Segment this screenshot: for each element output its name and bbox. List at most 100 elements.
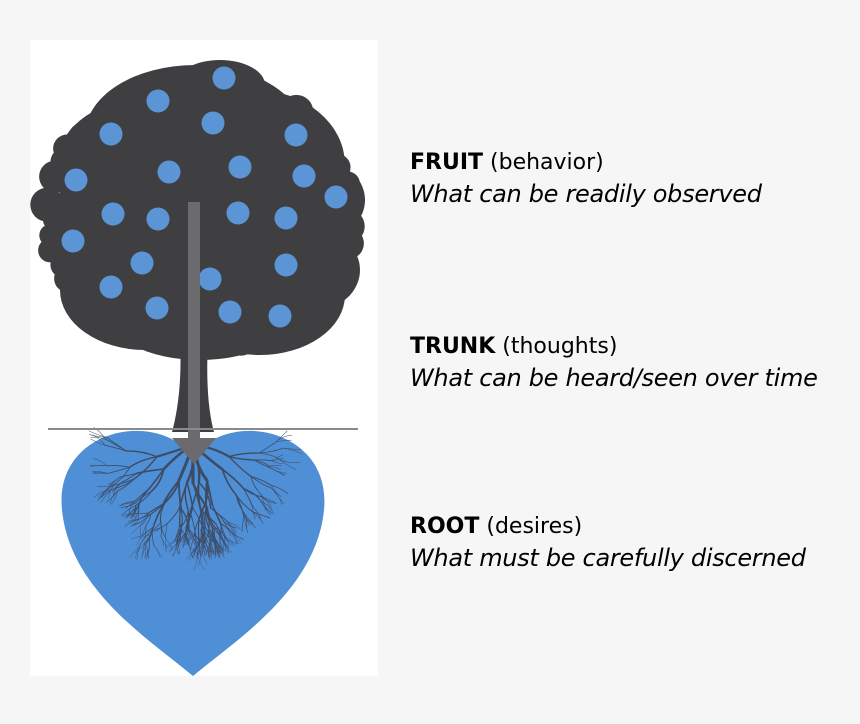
fruit-dot	[146, 207, 170, 231]
root-strand	[131, 525, 141, 534]
root-strand	[147, 545, 150, 559]
root-strand	[145, 513, 152, 527]
root-strand	[176, 526, 182, 542]
root-strand	[125, 450, 158, 458]
canopy-leaf-bump	[182, 80, 210, 108]
root-strand	[227, 521, 237, 534]
root-strand	[93, 489, 112, 498]
fruit-dot	[274, 206, 298, 230]
root-strand	[145, 543, 148, 560]
tree-heart-illustration	[30, 60, 365, 676]
root-strand	[232, 533, 238, 545]
fruit-dot	[198, 267, 222, 291]
root-strand	[169, 544, 177, 553]
root-strand	[194, 535, 197, 553]
root-strand	[220, 523, 226, 538]
root-strand	[165, 538, 167, 553]
root-strand	[140, 513, 152, 523]
root-strand	[135, 543, 145, 553]
root-strand	[203, 545, 206, 557]
fruit-dot	[64, 168, 88, 192]
root-strand	[129, 545, 141, 558]
fruit-dot	[228, 155, 252, 179]
root-strand	[220, 523, 234, 534]
root-strand	[190, 546, 199, 555]
root-strand	[270, 485, 288, 493]
root-strand	[139, 529, 153, 546]
root-strand	[174, 527, 180, 542]
root-strand	[271, 460, 284, 464]
canopy-leaf-bump	[119, 310, 139, 331]
fruit-dot	[201, 111, 225, 135]
arrow-shaft	[188, 202, 200, 440]
root-strand	[261, 496, 276, 503]
root-strand	[144, 543, 147, 558]
fruit-description: What can be readily observed	[410, 180, 762, 208]
root-heading: ROOT (desires)	[410, 512, 850, 542]
root-strand	[227, 521, 236, 536]
canopy-leaf-bump	[310, 277, 337, 304]
trunk-qualifier: (thoughts)	[502, 334, 618, 359]
root-strand	[139, 534, 151, 539]
root-strand	[250, 476, 272, 486]
root-strand	[135, 490, 153, 506]
root-strand	[197, 554, 206, 571]
root-strand	[269, 465, 282, 467]
root-strand	[171, 543, 178, 557]
root-strand	[261, 495, 272, 508]
root-strand	[199, 552, 208, 565]
root-strand	[198, 552, 201, 566]
canopy-leaf-bump	[243, 82, 266, 105]
fruit-dot	[99, 275, 123, 299]
root-strand	[188, 529, 196, 545]
root-strand	[133, 456, 158, 480]
root-strand	[118, 502, 136, 507]
root-strand	[127, 519, 139, 522]
root-strand	[185, 533, 195, 546]
root-strand	[225, 536, 234, 544]
root-strand	[213, 527, 218, 543]
fruit-dot	[99, 122, 123, 146]
root-strand	[208, 544, 212, 556]
root-strand	[178, 481, 188, 509]
root-term: ROOT	[410, 514, 480, 539]
root-strand	[204, 529, 215, 543]
root-strand	[164, 523, 168, 538]
arrow-head	[172, 438, 216, 464]
canopy-leaf-bump	[224, 323, 257, 356]
root-strand	[219, 540, 224, 552]
fruit-term: FRUIT	[410, 150, 484, 175]
root-strand	[283, 447, 302, 455]
root-strand	[215, 523, 222, 537]
root-strand	[186, 507, 194, 529]
root-strand	[197, 534, 200, 556]
root-strand	[260, 500, 273, 512]
root-strand	[271, 468, 286, 476]
trunk-label-group: TRUNK (thoughts) What can be heard/seen …	[410, 332, 850, 394]
root-strand	[176, 543, 180, 555]
fruit-qualifier: (behavior)	[490, 150, 604, 175]
root-strand	[250, 476, 272, 489]
root-strand	[241, 516, 245, 532]
root-qualifier: (desires)	[486, 514, 583, 539]
root-strand	[200, 513, 213, 537]
fruit-heading: FRUIT (behavior)	[410, 148, 850, 178]
root-strand	[96, 485, 114, 487]
fruit-dot	[130, 251, 154, 275]
root-strand	[217, 544, 220, 559]
root-strand	[97, 485, 114, 498]
fruit-dot	[146, 89, 170, 113]
root-strand	[210, 507, 225, 523]
root-strand	[252, 511, 271, 519]
root-strand	[206, 479, 214, 507]
root-strand	[117, 478, 136, 492]
root-strand	[175, 527, 180, 542]
fruit-dot	[226, 201, 250, 225]
fruit-dot	[145, 296, 169, 320]
root-strand	[165, 540, 175, 548]
root-strand	[135, 545, 141, 559]
root-strand	[205, 506, 210, 529]
fruit-dots	[61, 66, 348, 328]
root-strand	[271, 487, 282, 505]
root-strand	[243, 513, 251, 526]
